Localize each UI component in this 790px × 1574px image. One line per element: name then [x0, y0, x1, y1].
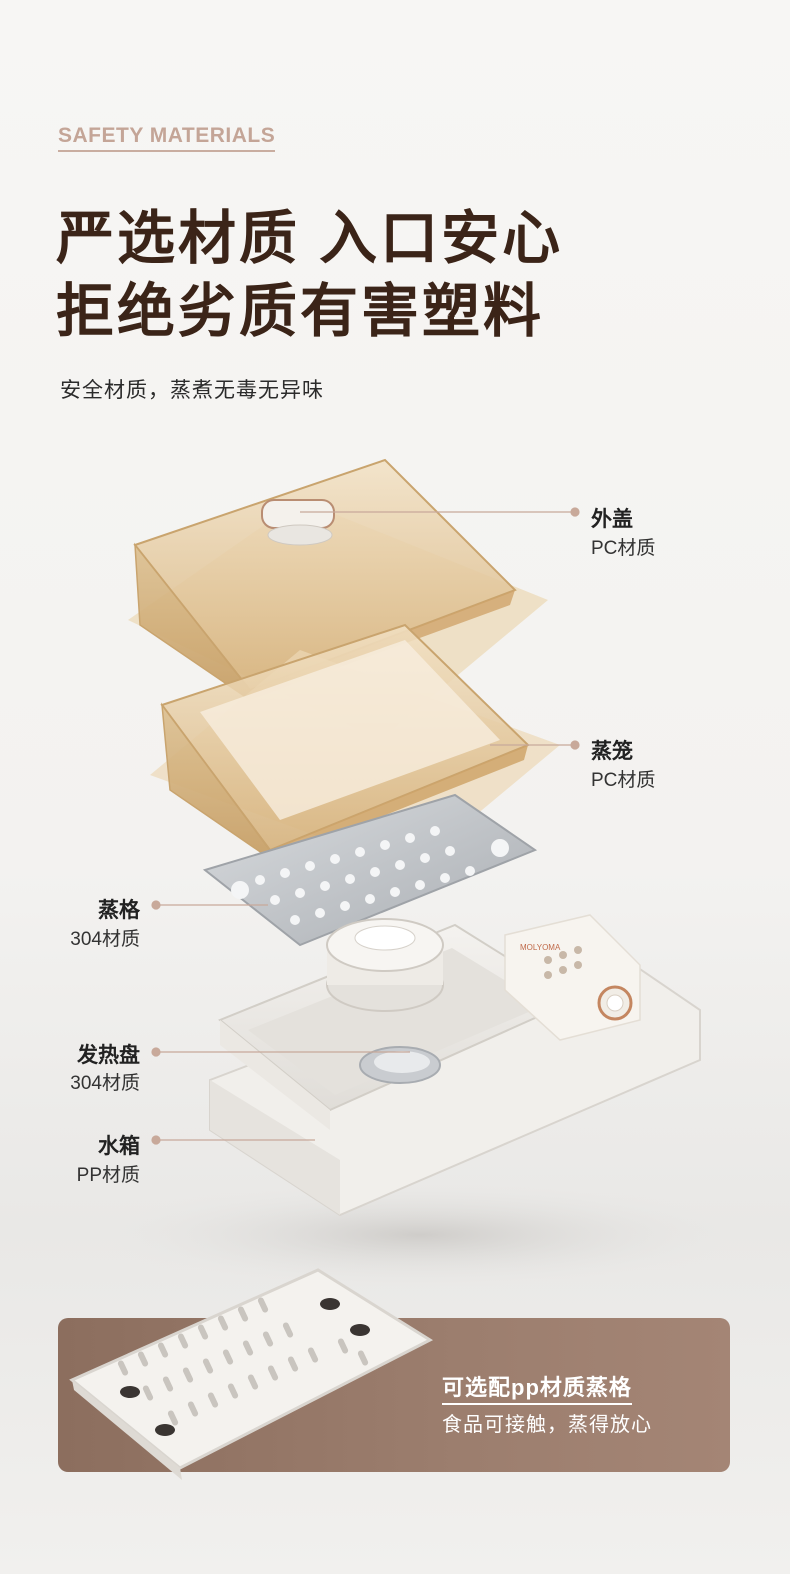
callout-basket-material: PC材质: [591, 770, 656, 791]
callout-lid-title: 外盖: [591, 508, 633, 531]
callout-tank-material: PP材质: [76, 1165, 140, 1186]
steaming-rack-part: [202, 793, 538, 947]
callout-basket-title: 蒸笼: [591, 740, 633, 763]
banner-title: 可选配pp材质蒸格: [442, 1370, 632, 1405]
callout-rack-material: 304材质: [70, 929, 140, 950]
steam-valve-cap: [326, 918, 444, 1012]
banner-subtitle: 食品可接触，蒸得放心: [442, 1414, 652, 1436]
eyebrow-label: SAFETY MATERIALS: [58, 124, 276, 152]
subtitle: 安全材质，蒸煮无毒无异味: [60, 379, 324, 402]
leader-dot-tank: [151, 1135, 161, 1145]
callout-heating-title: 发热盘: [77, 1044, 140, 1067]
callout-heating-material: 304材质: [70, 1073, 140, 1094]
leader-dot-heating: [151, 1047, 161, 1057]
heating-tray-part: [218, 923, 578, 1130]
leader-dot-basket: [570, 740, 580, 750]
callout-lid-material: PC材质: [591, 538, 656, 559]
leader-dot-lid: [570, 507, 580, 517]
brand-mark: MOLYOMA: [520, 943, 561, 952]
leader-dot-rack: [151, 900, 161, 910]
callout-tank-title: 水箱: [98, 1135, 140, 1158]
ground-shadow: [90, 1180, 750, 1290]
control-panel: MOLYOMA: [504, 914, 641, 1041]
headline-line-2: 拒绝劣质有害塑料: [56, 279, 545, 344]
callout-rack-title: 蒸格: [98, 899, 140, 922]
headline-line-1: 严选材质 入口安心: [56, 206, 564, 271]
